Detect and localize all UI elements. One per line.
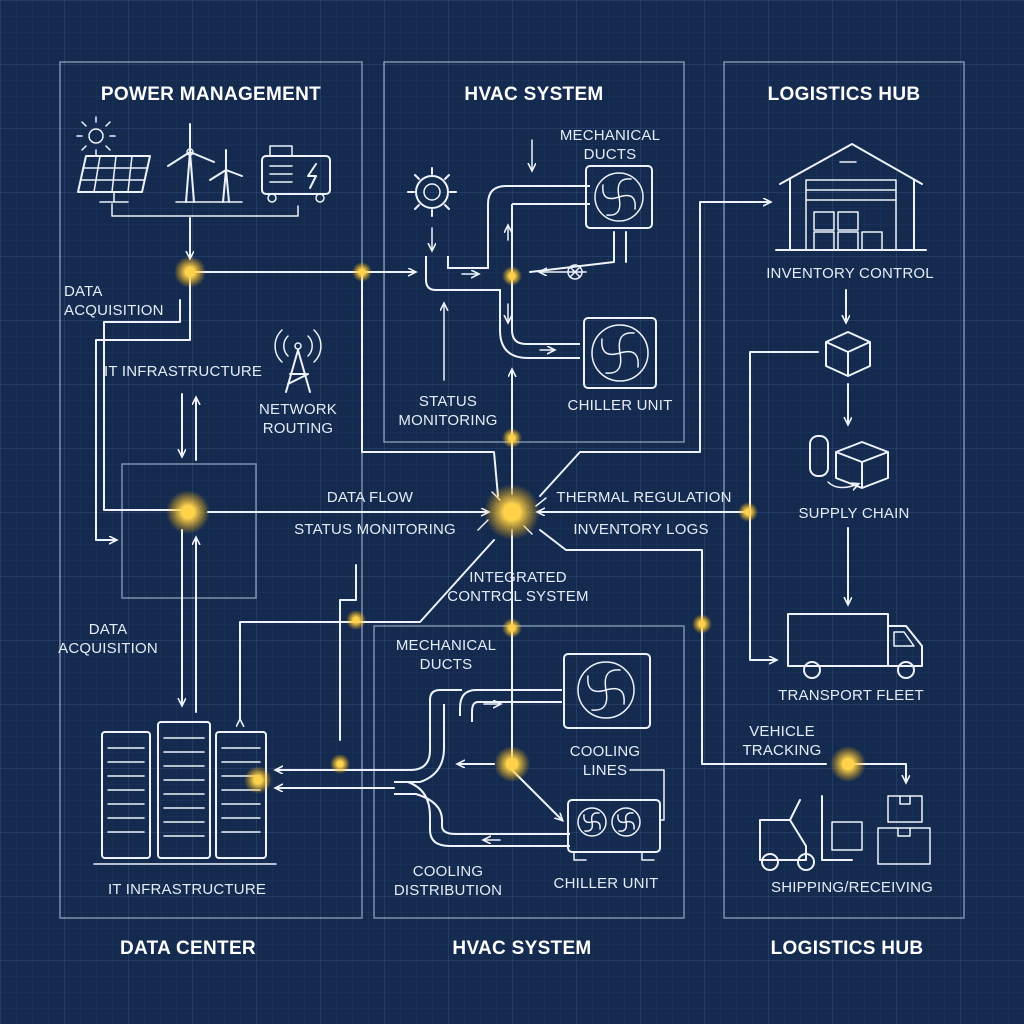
- chiller-top-icon: [583, 317, 657, 389]
- chiller-unit-bottom-label: CHILLER UNIT: [553, 875, 659, 892]
- thermal-regulation-label: THERMAL REGULATION: [556, 489, 732, 506]
- hvac-bottom-pipes-upper: [394, 700, 445, 783]
- network-routing-label: NETWORK ROUTING: [258, 401, 338, 437]
- hvac-bottom-pipes-lower: [394, 781, 570, 847]
- tracking-to-shipping-arrow: [847, 763, 906, 782]
- chiller-unit-top-label: CHILLER UNIT: [567, 397, 673, 414]
- it-infrastructure-top-label: IT INFRASTRUCTURE: [104, 363, 263, 380]
- transport-fleet-label: TRANSPORT FLEET: [778, 687, 924, 704]
- hvac-top-pipes: [425, 185, 590, 359]
- it-infrastructure-bottom-label: IT INFRASTRUCTURE: [107, 881, 267, 898]
- server-racks-icon: [93, 721, 277, 865]
- status-monitoring-top-label: STATUS MONITORING: [398, 393, 498, 429]
- hvac-top-frame: [383, 61, 685, 443]
- fan-bottom-icon: [563, 653, 651, 729]
- hvac-top-title: HVAC SYSTEM: [464, 84, 604, 105]
- data-acquisition-top-label: DATA ACQUISITION: [64, 283, 164, 319]
- status-monitoring-center-label: STATUS MONITORING: [294, 521, 456, 538]
- box-icon: [825, 331, 871, 377]
- truck-icon: [787, 613, 923, 679]
- valve-icon: [567, 264, 583, 280]
- forklift-icon: [759, 795, 863, 871]
- vehicle-tracking-label: VEHICLE TRACKING: [742, 723, 822, 759]
- logistics-frame: [723, 61, 965, 919]
- cooling-line-bracket: [629, 769, 665, 821]
- cooling-distribution-label: COOLING DISTRIBUTION: [393, 863, 503, 899]
- control-to-dc-line: [240, 539, 495, 720]
- data-center-footer-title: DATA CENTER: [120, 938, 256, 959]
- gear-icon: [407, 167, 457, 217]
- duct-pipe-b: [429, 689, 462, 701]
- warehouse-icon: [775, 143, 927, 251]
- supply-chain-icon: [809, 435, 889, 488]
- it-zone-frame: [121, 463, 257, 599]
- network-tower-icon: [274, 329, 322, 393]
- inventory-logs-line: [539, 529, 827, 765]
- duct-pipe-a: [459, 689, 562, 722]
- power-to-it-line: [95, 271, 191, 540]
- cooling-lines-label: COOLING LINES: [569, 743, 641, 779]
- hvac-to-control-line: [361, 271, 499, 497]
- shipping-receiving-label: SHIPPING/RECEIVING: [771, 879, 933, 896]
- power-bus-line: [111, 203, 299, 217]
- supply-chain-label: SUPPLY CHAIN: [798, 505, 910, 522]
- wind-turbine-icon: [167, 123, 243, 203]
- shipping-boxes-icon: [877, 795, 931, 865]
- data-acq-loop-line: [103, 299, 187, 511]
- solar-panel-icon: [76, 116, 151, 203]
- control-to-warehouse-line: [539, 202, 770, 497]
- glow-nodes: [166, 256, 866, 794]
- chiller-bottom-icon: [567, 799, 661, 861]
- logistics-top-title: LOGISTICS HUB: [767, 84, 921, 105]
- left-panel-frame: [59, 61, 363, 919]
- fan-top-icon: [585, 165, 653, 229]
- dc-feed-line: [339, 564, 357, 741]
- generator-icon: [261, 145, 331, 203]
- mechanical-ducts-bottom-label: MECHANICAL DUCTS: [395, 637, 497, 673]
- data-acquisition-bottom-label: DATA ACQUISITION: [58, 621, 158, 657]
- power-management-title: POWER MANAGEMENT: [100, 84, 322, 105]
- hvac-bottom-frame: [373, 625, 685, 919]
- integrated-control-system-label: INTEGRATED CONTROL SYSTEM: [447, 569, 589, 605]
- hvac-footer-title: HVAC SYSTEM: [452, 938, 592, 959]
- inventory-control-label: INVENTORY CONTROL: [766, 265, 934, 282]
- data-flow-label: DATA FLOW: [326, 489, 414, 506]
- logistics-footer-title: LOGISTICS HUB: [770, 938, 924, 959]
- inventory-logs-label: INVENTORY LOGS: [573, 521, 709, 538]
- mechanical-ducts-top-label: MECHANICAL DUCTS: [559, 127, 661, 163]
